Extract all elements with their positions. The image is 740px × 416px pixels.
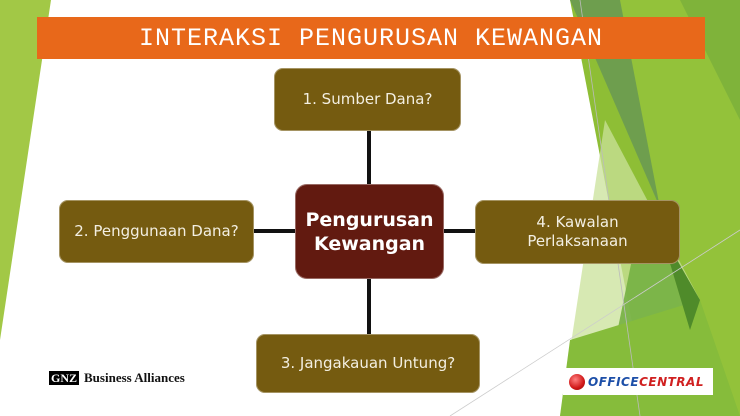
globe-icon [569,373,585,390]
center-node-line1: Pengurusan [305,208,434,231]
connector-top [367,131,371,184]
node-kawalan-perlaksanaan: 4. Kawalan Perlaksanaan [475,200,680,264]
node-3-label: 3. Jangakauan Untung? [280,354,456,372]
gnz-mark: GNZ [49,371,80,385]
node-4-label-line1: 4. Kawalan [536,213,619,231]
node-penggunaan-dana: 2. Penggunaan Dana? [59,200,254,263]
gnz-text: Business Alliances [84,370,185,385]
office-central-part2: CENTRAL [639,374,704,389]
office-central-logo: OFFICE CENTRAL [563,368,713,395]
center-node-line2: Kewangan [313,232,426,255]
gnz-business-alliances-logo: GNZ Business Alliances [49,370,185,386]
node-jangkauan-untung: 3. Jangakauan Untung? [256,334,480,393]
node-1-label: 1. Sumber Dana? [302,90,433,108]
connector-bottom [367,279,371,334]
center-node-pengurusan-kewangan: Pengurusan Kewangan [295,184,444,279]
node-sumber-dana: 1. Sumber Dana? [274,68,461,131]
slide-title: INTERAKSI PENGURUSAN KEWANGAN [138,23,604,53]
node-4-label-line2: Perlaksanaan [527,232,628,250]
connector-left [254,229,295,233]
title-bar: INTERAKSI PENGURUSAN KEWANGAN [37,17,705,59]
office-central-part1: OFFICE [588,374,640,389]
node-2-label: 2. Penggunaan Dana? [74,222,239,240]
connector-right [444,229,475,233]
